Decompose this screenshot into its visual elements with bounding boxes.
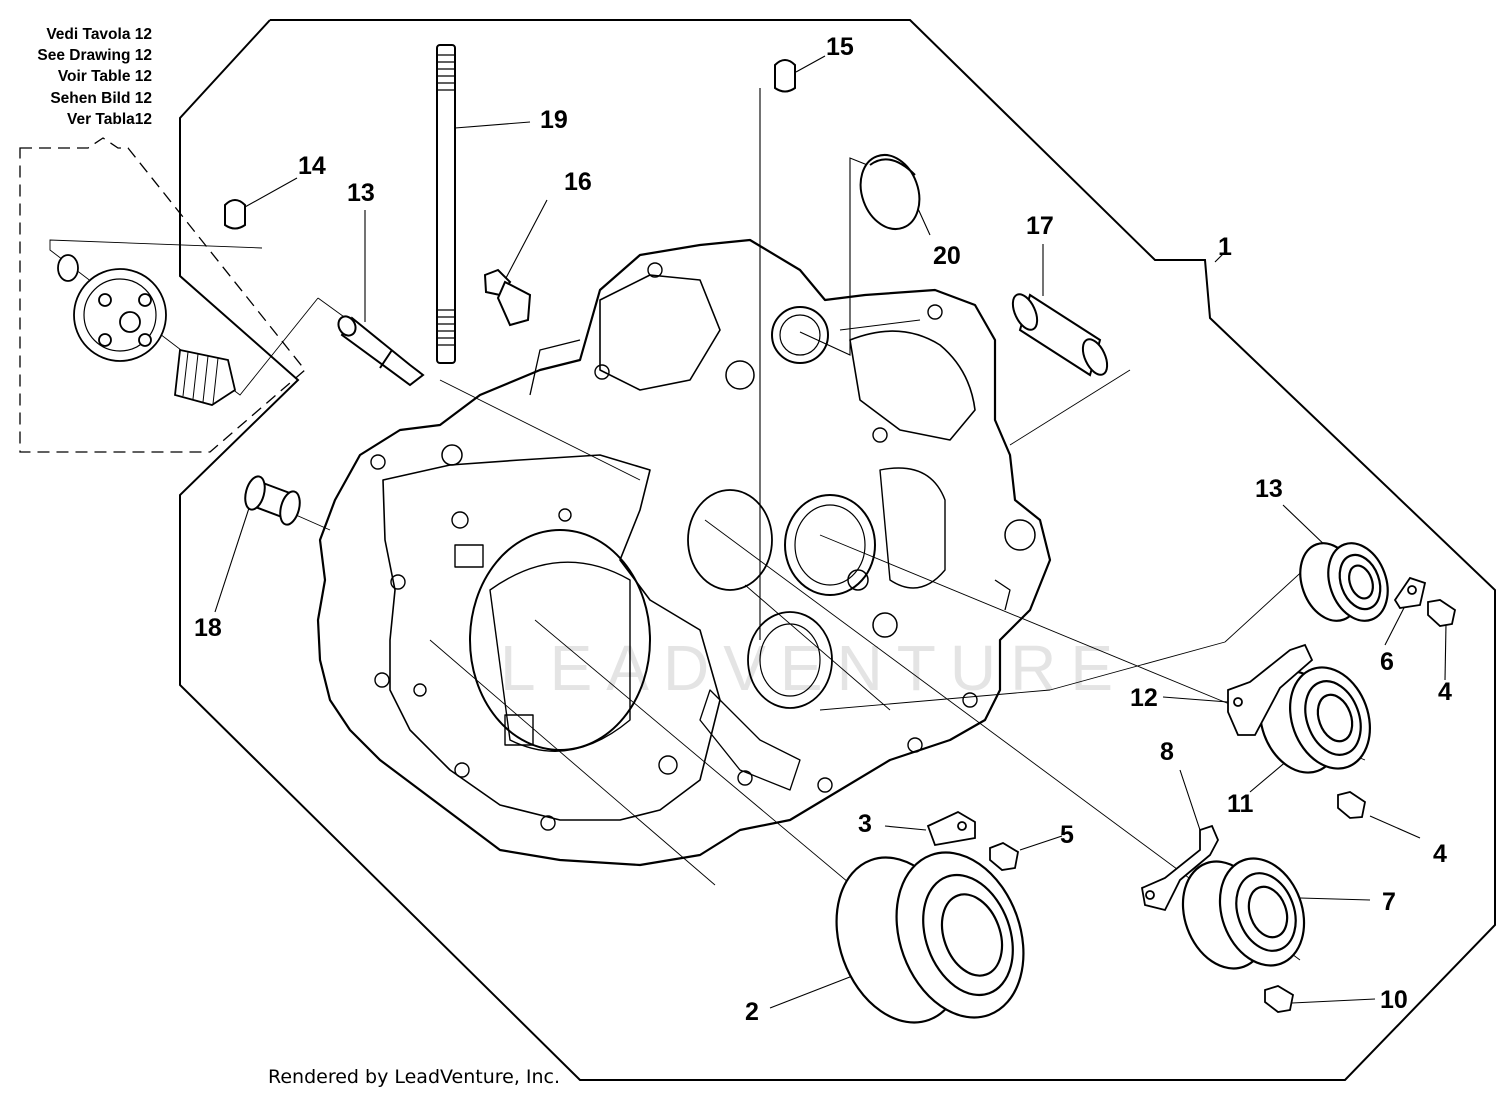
callout-14: 16 xyxy=(564,168,592,196)
callout-5: 7 xyxy=(1382,888,1396,916)
ball-bearing-icon xyxy=(835,851,1025,1024)
callout-labels: 1 2 3 4 4 7 8 10 11 12 13 13 14 15 16 17… xyxy=(194,33,1452,1026)
reference-subassembly-box xyxy=(19,137,306,453)
ref-line-german: Sehen Bild 12 xyxy=(50,89,152,107)
watermark: LEADVENTURE xyxy=(500,632,1127,704)
cross-reference-note: Vedi Tavola 12 See Drawing 12 Voir Table… xyxy=(8,24,152,130)
callout-4: 4 xyxy=(1433,840,1447,868)
callout-17: 19 xyxy=(540,106,568,134)
bolt-icon xyxy=(989,599,1457,1013)
callout-13: 15 xyxy=(826,33,854,61)
callout-18: 6 xyxy=(1380,648,1394,676)
bush-icon xyxy=(244,475,301,526)
crankcase-icon xyxy=(316,238,1052,867)
callout-10: 12 xyxy=(1130,684,1158,712)
callout-3: 3 xyxy=(858,810,872,838)
sprocket-icon xyxy=(57,254,237,406)
leader-lines xyxy=(214,55,1447,1009)
dowel-pin-icon xyxy=(337,315,425,387)
ref-line-english: See Drawing 12 xyxy=(37,47,152,65)
callout-4: 4 xyxy=(1438,678,1452,706)
callout-7: 10 xyxy=(1380,986,1408,1014)
stud-icon xyxy=(436,44,456,364)
callout-13: 14 xyxy=(298,152,326,180)
footer-credit: Rendered by LeadVenture, Inc. xyxy=(268,1066,561,1088)
callout-11: 13 xyxy=(1255,475,1283,503)
bush-icon xyxy=(1011,293,1109,377)
callout-16: 18 xyxy=(194,614,222,642)
ball-bearing-icon xyxy=(1259,666,1371,774)
callout-19: 5 xyxy=(1060,821,1074,849)
callout-6: 8 xyxy=(1160,738,1174,766)
callout-8: 11 xyxy=(1227,790,1254,818)
callout-15: 17 xyxy=(1026,212,1054,240)
callout-20: 20 xyxy=(933,242,961,270)
callout-2: 2 xyxy=(745,998,759,1026)
ball-bearing-icon xyxy=(1299,542,1389,622)
plug-icon xyxy=(859,154,921,230)
callout-1: 1 xyxy=(1218,233,1232,261)
group-outline xyxy=(179,19,1496,1081)
callout-12: 13 xyxy=(347,179,375,207)
ref-line-french: Voir Table 12 xyxy=(57,68,152,86)
breather-fitting-icon xyxy=(483,268,532,327)
circlip-icon xyxy=(224,59,796,230)
ref-line-italian: Vedi Tavola 12 xyxy=(46,26,152,43)
ref-line-spanish: Ver Tabla12 xyxy=(66,110,152,128)
ball-bearing-icon xyxy=(1181,857,1306,970)
retainer-plate-icon xyxy=(926,576,1427,912)
